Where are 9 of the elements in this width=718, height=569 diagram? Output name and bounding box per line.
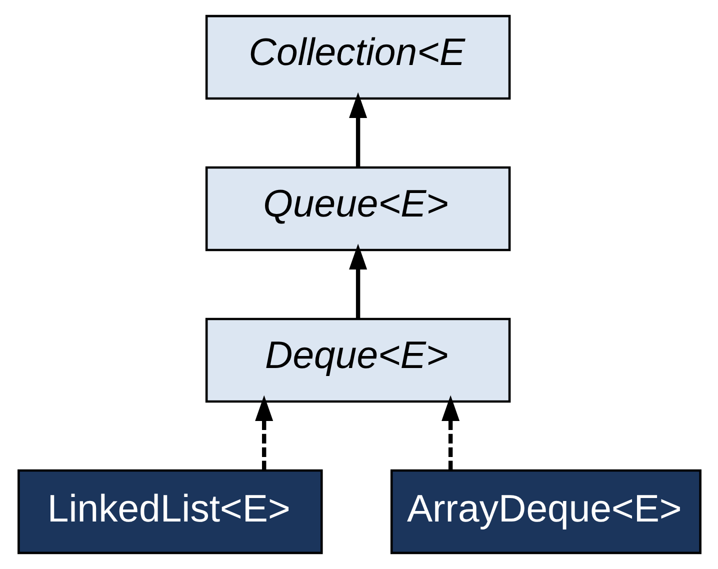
node-box: Collection<E <box>204 14 510 100</box>
arrow <box>348 244 367 319</box>
node-box: Queue<E> <box>204 166 510 252</box>
node-box: Deque<E> <box>204 318 510 403</box>
arrow <box>441 395 460 470</box>
arrow <box>348 92 367 168</box>
node-box: LinkedList<E> <box>17 469 322 554</box>
node-box: ArrayDeque<E> <box>390 469 701 554</box>
arrow <box>254 395 273 470</box>
